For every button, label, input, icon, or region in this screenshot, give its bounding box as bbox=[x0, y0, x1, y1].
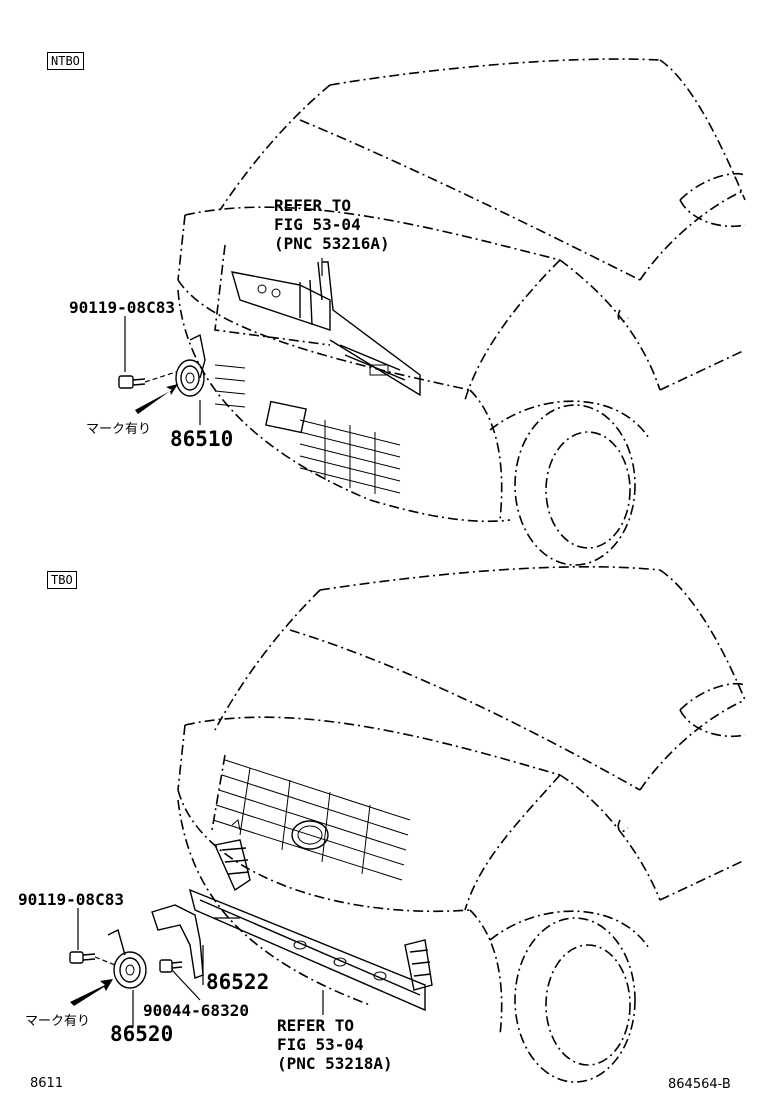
bottom-section-tag: TBO bbox=[47, 571, 77, 589]
bottom-bolt2-part-number: 90044-68320 bbox=[143, 1001, 249, 1020]
top-refer-line-3: (PNC 53216A) bbox=[274, 234, 390, 253]
bottom-refer-line-3: (PNC 53218A) bbox=[277, 1054, 393, 1073]
bottom-bolt-part-number: 90119-08C83 bbox=[18, 890, 124, 909]
bottom-cross-member bbox=[188, 819, 433, 1012]
top-mark-note: マーク有り bbox=[86, 422, 152, 437]
top-refer-line-1: REFER TO bbox=[274, 196, 352, 215]
bottom-leaders bbox=[77, 908, 324, 1027]
top-horn-assembly bbox=[118, 333, 206, 414]
bottom-mark-note: マーク有り bbox=[25, 1014, 91, 1029]
top-leaders bbox=[124, 258, 323, 425]
bottom-horn-part-number: 86520 bbox=[110, 1022, 174, 1046]
footer-right-code: 864564-B bbox=[668, 1077, 731, 1092]
footer-left-code: 8611 bbox=[30, 1076, 64, 1091]
bottom-bracket-part-number: 86522 bbox=[206, 970, 270, 994]
top-vehicle-outline bbox=[177, 58, 746, 566]
top-section-tag: NTBO bbox=[47, 52, 84, 70]
top-latch-support bbox=[231, 261, 421, 397]
top-bolt-part-number: 90119-08C83 bbox=[69, 298, 175, 317]
bottom-refer-line-2: FIG 53-04 bbox=[277, 1035, 364, 1054]
top-horn-part-number: 86510 bbox=[170, 427, 234, 451]
bottom-horn-assembly bbox=[69, 904, 204, 1006]
bottom-vehicle-outline bbox=[177, 565, 746, 1083]
bottom-refer-line-1: REFER TO bbox=[277, 1016, 355, 1035]
top-refer-line-2: FIG 53-04 bbox=[274, 215, 361, 234]
